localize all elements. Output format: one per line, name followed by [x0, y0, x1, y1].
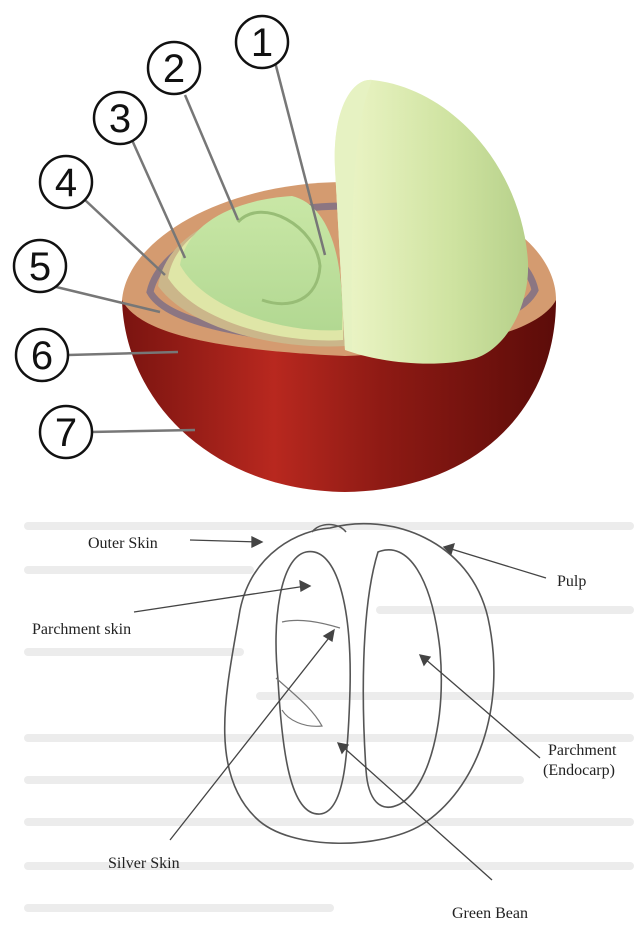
label-parchment-skin: Parchment skin: [32, 621, 131, 638]
label-silver-skin: Silver Skin: [108, 855, 180, 872]
label-endocarp: (Endocarp): [543, 762, 615, 779]
callout-5: 5: [14, 240, 66, 292]
callout-7: 7: [40, 406, 92, 458]
left-bean-outline: [276, 552, 350, 814]
label-parchment: Parchment: [548, 742, 617, 759]
svg-text:3: 3: [109, 97, 131, 141]
coffee-cherry-cross-section: 1 2 3 4 5 6 7: [0, 0, 641, 500]
background-text-lines: [28, 526, 630, 908]
svg-text:2: 2: [163, 47, 185, 91]
label-green-bean: Green Bean: [452, 905, 528, 922]
callout-4: 4: [40, 156, 92, 208]
left-bean-fold-2: [276, 678, 322, 726]
left-bean-fold: [282, 620, 340, 628]
svg-text:7: 7: [55, 411, 77, 455]
callout-2: 2: [148, 42, 200, 94]
label-pulp: Pulp: [557, 573, 586, 590]
callout-6: 6: [16, 329, 68, 381]
svg-text:6: 6: [31, 334, 53, 378]
coffee-cherry-line-diagram: Outer Skin Pulp Parchment skin Parchment…: [0, 500, 641, 932]
label-outer-skin: Outer Skin: [88, 535, 158, 552]
callout-1: 1: [236, 16, 288, 68]
svg-text:5: 5: [29, 245, 51, 289]
svg-text:1: 1: [251, 21, 273, 65]
callout-3: 3: [94, 92, 146, 144]
svg-text:4: 4: [55, 161, 77, 205]
right-bean-outline: [363, 550, 441, 807]
